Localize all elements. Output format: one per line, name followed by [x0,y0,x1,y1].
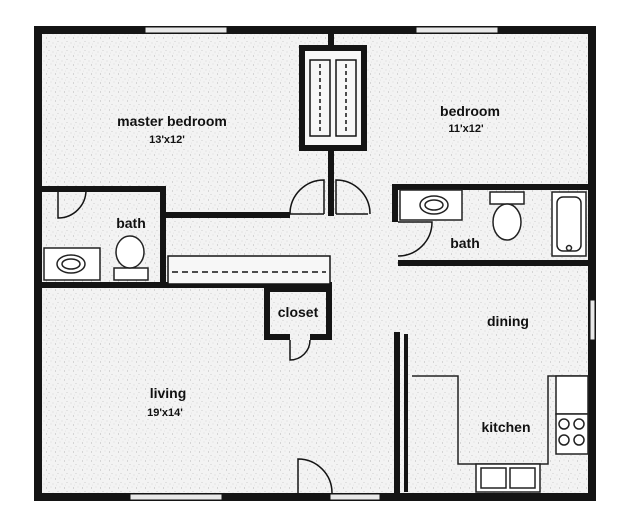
interior-walls [42,30,590,494]
living-label: living [150,385,187,401]
kitchen-fixtures [412,375,589,493]
right-bath-fixtures [399,189,587,257]
bedroom-closet [299,45,367,151]
master-bedroom-size: 13'x12' [149,134,185,146]
refrigerator [555,375,589,415]
left-bath-fixtures [43,235,149,281]
exterior-walls [34,26,596,501]
toilet-tank-right [489,191,525,205]
toilet-bowl-left [115,235,145,269]
bedroom-label: bedroom [440,103,500,119]
room-labels: master bedroom 13'x12' bedroom 11'x12' b… [116,103,530,435]
door-swings [57,179,433,494]
living-size: 19'x14' [147,407,183,419]
dining-label: dining [487,313,529,329]
bath-left-label: bath [116,215,146,231]
hall-shelf [167,255,331,285]
toilet-tank-left [113,267,149,281]
bath-right-label: bath [450,235,480,251]
toilet-bowl-right [492,203,522,241]
closet-label: closet [278,304,319,320]
windows [129,26,596,501]
master-bedroom-label: master bedroom [117,113,227,129]
kitchen-label: kitchen [481,419,530,435]
bedroom-size: 11'x12' [448,123,484,135]
